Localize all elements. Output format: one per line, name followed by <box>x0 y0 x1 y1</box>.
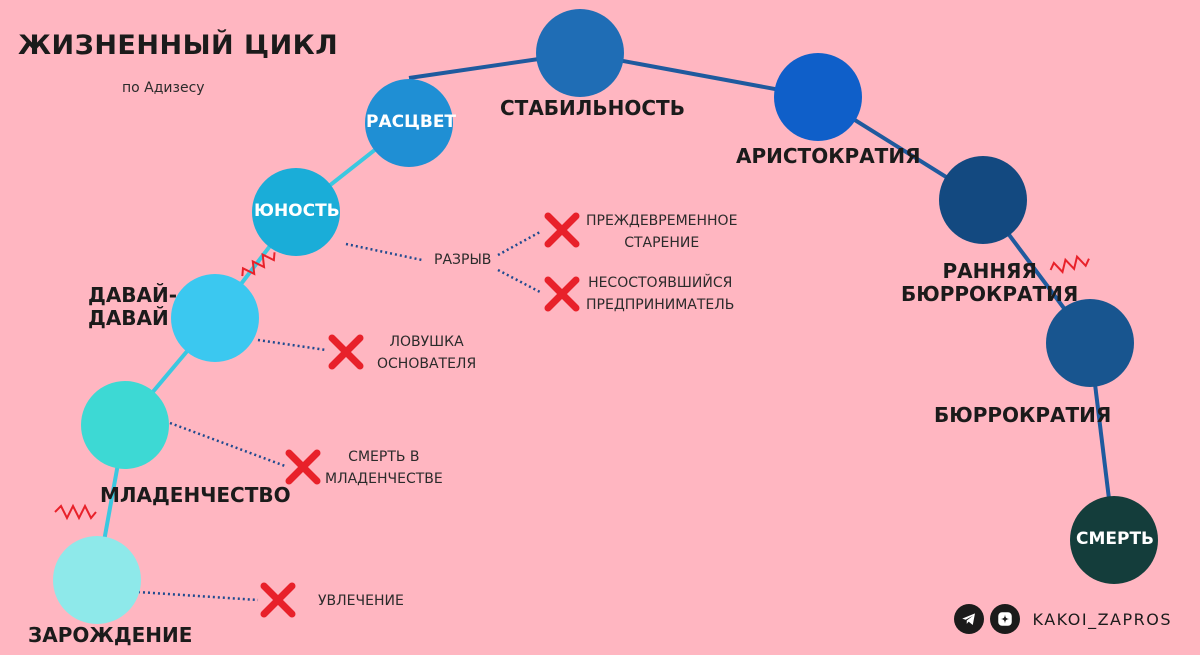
trap-label-nesostoyavshiysya: НЕСОСТОЯВШИЙСЯ ПРЕДПРИНИМАТЕЛЬ <box>586 275 735 314</box>
stage-label-stabilnost: СТАБИЛЬНОСТЬ <box>500 96 685 120</box>
stage-node-rascvet <box>365 79 453 167</box>
node-label-yunost: ЮНОСТЬ <box>254 201 340 221</box>
trap-label-razryv: РАЗРЫВ <box>434 252 492 268</box>
trap-connector <box>137 590 259 602</box>
crisis-markers <box>54 252 1090 521</box>
cross-icon <box>260 582 296 618</box>
dzen-icon[interactable] <box>990 604 1021 634</box>
stage-label-davai: ДАВАЙ- ДАВАЙ <box>88 283 178 330</box>
trap-connector <box>345 242 423 262</box>
stage-node-mladenchestvo <box>81 381 169 469</box>
stage-node-davai <box>171 274 259 362</box>
stage-node-stabilnost <box>536 9 624 97</box>
stage-node-smert <box>1070 496 1158 584</box>
stage-node-rannyaya <box>939 156 1027 244</box>
author-handle: KAKOI_ZAPROS <box>1032 609 1172 629</box>
trap-connector <box>169 421 286 468</box>
crisis-wave-icon <box>241 252 276 277</box>
trap-label-prezhdevremennoe: ПРЕЖДЕВРЕМЕННОЕ СТАРЕНИЕ <box>586 213 738 252</box>
stage-label-rannyaya: РАННЯЯ БЮРРОКРАТИЯ <box>901 259 1079 306</box>
trap-label-smert-v-mladenchestve: СМЕРТЬ В МЛАДЕНЧЕСТВЕ <box>325 449 443 488</box>
footer: KAKOI_ZAPROS <box>954 604 1172 634</box>
crisis-wave-icon <box>1049 254 1090 275</box>
stage-label-zarozhdenie: ЗАРОЖДЕНИЕ <box>28 623 193 647</box>
node-label-smert: СМЕРТЬ <box>1076 529 1155 549</box>
stage-label-mladenchestvo: МЛАДЕНЧЕСТВО <box>100 483 291 507</box>
stage-node-zarozhdenie <box>53 536 141 624</box>
trap-crosses <box>260 212 580 618</box>
stage-label-aristokratiya: АРИСТОКРАТИЯ <box>736 144 921 168</box>
stage-node-aristokratiya <box>774 53 862 141</box>
diagram-subtitle: по Адизесу <box>122 80 205 96</box>
stage-nodes <box>53 9 1158 624</box>
trap-connector <box>497 268 541 294</box>
stage-node-byurrokratiya <box>1046 299 1134 387</box>
telegram-icon[interactable] <box>954 604 985 634</box>
trap-connector <box>257 338 327 352</box>
stage-node-yunost <box>252 168 340 256</box>
cross-icon <box>328 334 364 370</box>
cross-icon <box>544 212 580 248</box>
cross-icon <box>285 449 321 485</box>
trap-connectors <box>137 230 541 602</box>
trap-connector <box>497 230 541 257</box>
diagram-title: ЖИЗНЕННЫЙ ЦИКЛ <box>18 30 339 61</box>
trap-label-uvlechenie: УВЛЕЧЕНИЕ <box>318 593 404 609</box>
trap-label-lovushka: ЛОВУШКА ОСНОВАТЕЛЯ <box>377 334 477 373</box>
node-label-rascvet: РАСЦВЕТ <box>366 112 457 132</box>
cross-icon <box>544 276 580 312</box>
crisis-wave-icon <box>54 503 97 521</box>
stage-label-byurrokratiya: БЮРРОКРАТИЯ <box>934 403 1112 427</box>
